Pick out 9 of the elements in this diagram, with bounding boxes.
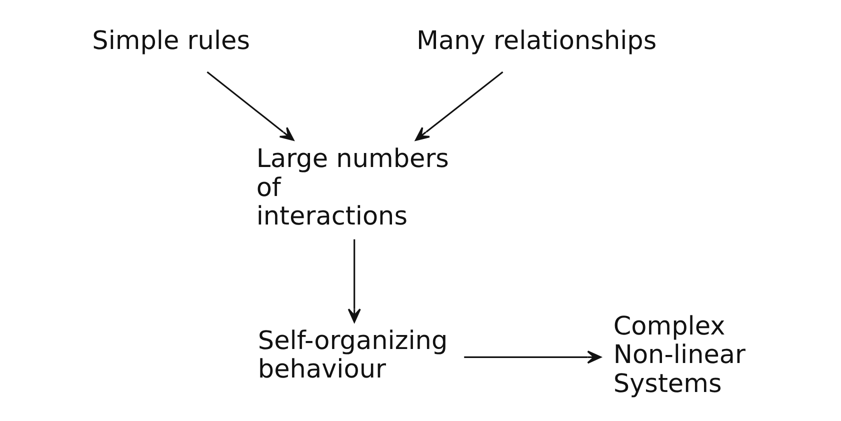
arrow xyxy=(348,239,361,323)
node-text: Large numbers of interactions xyxy=(256,144,449,232)
node-text: Self-organizing behaviour xyxy=(258,326,448,385)
arrow xyxy=(415,71,504,141)
arrow xyxy=(464,350,602,364)
node-text: Many relationships xyxy=(416,26,657,56)
arrow xyxy=(206,71,294,141)
node-text: Complex Non-linear Systems xyxy=(613,312,746,399)
node-text: Simple rules xyxy=(92,26,250,56)
